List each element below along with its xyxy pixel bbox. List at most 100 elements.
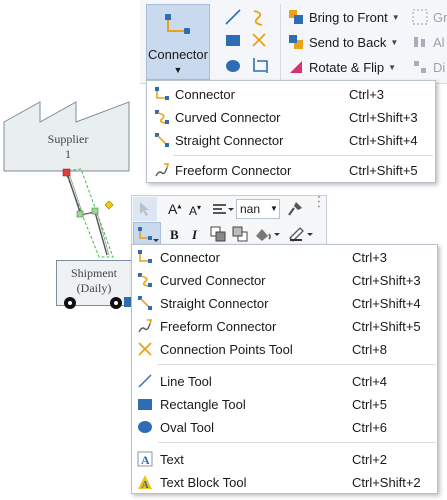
context-item-shortcut: Ctrl+Shift+5 bbox=[352, 318, 421, 334]
distribute-button[interactable]: Di bbox=[412, 56, 445, 78]
send-to-back-button[interactable]: Send to Back ▼ bbox=[288, 31, 398, 53]
connector-dropdown-menu: Connector Ctrl+3 Curved Connector Ctrl+S… bbox=[146, 80, 436, 183]
connector-button-label: Connector bbox=[148, 47, 208, 62]
mini-toolbar: A▴ A▾ nan ▼ ⋮ B I bbox=[131, 193, 327, 247]
font-name-value: nan bbox=[240, 202, 261, 216]
connection-points-icon bbox=[138, 342, 152, 356]
line-tool-icon bbox=[138, 374, 152, 388]
group-icon bbox=[412, 9, 428, 25]
menu-item-curved-connector[interactable]: Curved Connector Ctrl+Shift+3 bbox=[147, 106, 435, 128]
context-item-label: Rectangle Tool bbox=[160, 396, 246, 412]
context-item-shortcut: Ctrl+3 bbox=[352, 249, 388, 265]
connection-points-icon bbox=[252, 33, 266, 47]
context-item-shortcut: Ctrl+4 bbox=[352, 373, 388, 389]
rotate-flip-button[interactable]: Rotate & Flip ▼ bbox=[288, 56, 396, 78]
context-item-rectangle-tool[interactable]: Rectangle Tool Ctrl+5 bbox=[132, 393, 437, 415]
fill-color-icon[interactable] bbox=[254, 226, 282, 242]
freeform-connector-icon bbox=[138, 319, 153, 333]
shipment-label: Shipment (Daily) bbox=[56, 266, 132, 296]
freeform-connector-icon bbox=[155, 163, 170, 177]
connector-tool-button[interactable] bbox=[133, 222, 161, 246]
context-item-line-tool[interactable]: Line Tool Ctrl+4 bbox=[132, 370, 437, 392]
connector-button[interactable]: Connector ▼ bbox=[146, 4, 210, 80]
chevron-down-icon: ▼ bbox=[388, 62, 397, 72]
context-item-text[interactable]: A Text Ctrl+2 bbox=[132, 448, 437, 470]
bold-button[interactable]: B bbox=[170, 227, 179, 242]
menu-item-freeform-connector[interactable]: Freeform Connector Ctrl+Shift+5 bbox=[147, 159, 435, 181]
select-tool-button[interactable] bbox=[133, 197, 157, 221]
bring-to-front-label: Bring to Front bbox=[309, 9, 388, 25]
context-item-shortcut: Ctrl+2 bbox=[352, 451, 388, 467]
bring-forward-icon[interactable] bbox=[210, 226, 228, 242]
italic-button[interactable]: I bbox=[192, 227, 198, 242]
chevron-down-icon: ▼ bbox=[173, 65, 183, 75]
line-color-icon[interactable] bbox=[288, 226, 316, 242]
font-shrink-button[interactable]: A▾ bbox=[189, 203, 202, 218]
rotate-flip-label: Rotate & Flip bbox=[309, 59, 385, 75]
context-item-connection-points-tool[interactable]: Connection Points Tool Ctrl+8 bbox=[132, 338, 437, 360]
shipment-label-line1: Shipment bbox=[70, 266, 117, 280]
menu-separator bbox=[158, 364, 436, 365]
chevron-down-icon: ▼ bbox=[270, 204, 278, 213]
bring-to-front-button[interactable]: Bring to Front ▼ bbox=[288, 6, 400, 28]
context-item-shortcut: Ctrl+6 bbox=[352, 419, 388, 435]
menu-item-connector[interactable]: Connector Ctrl+3 bbox=[147, 83, 435, 105]
menu-item-straight-connector[interactable]: Straight Connector Ctrl+Shift+4 bbox=[147, 129, 435, 151]
distribute-label: Di bbox=[433, 59, 446, 75]
menu-item-shortcut: Ctrl+Shift+4 bbox=[349, 132, 418, 148]
rectangle-tool-icon bbox=[138, 399, 152, 410]
connector-icon bbox=[138, 227, 159, 242]
context-item-shortcut: Ctrl+5 bbox=[352, 396, 388, 412]
menu-item-label: Freeform Connector bbox=[175, 162, 292, 178]
context-item-straight-connector[interactable]: Straight Connector Ctrl+Shift+4 bbox=[132, 292, 437, 314]
send-to-back-label: Send to Back bbox=[309, 34, 387, 50]
bring-to-front-icon bbox=[289, 10, 303, 24]
connector-line[interactable] bbox=[55, 165, 135, 265]
align-button[interactable]: Al bbox=[412, 31, 445, 53]
connector-context-menu: Connector Ctrl+3 Curved Connector Ctrl+S… bbox=[131, 244, 438, 494]
oval-tool-icon bbox=[226, 60, 240, 72]
align-text-icon[interactable] bbox=[212, 203, 234, 217]
line-tool-icon bbox=[225, 9, 241, 25]
supplier-label-line2: 1 bbox=[65, 147, 71, 161]
chevron-down-icon: ▼ bbox=[390, 37, 399, 47]
context-item-label: Connection Points Tool bbox=[160, 341, 293, 357]
context-item-text-block-tool[interactable]: A Text Block Tool Ctrl+Shift+2 bbox=[132, 471, 437, 493]
rectangle-tool-icon bbox=[226, 35, 240, 46]
send-to-back-icon bbox=[289, 35, 303, 49]
curved-connector-icon bbox=[138, 273, 152, 287]
context-item-shortcut: Ctrl+Shift+3 bbox=[352, 272, 421, 288]
context-item-curved-connector[interactable]: Curved Connector Ctrl+Shift+3 bbox=[132, 269, 437, 291]
truck-wheels bbox=[64, 297, 134, 309]
ribbon-separator bbox=[280, 4, 281, 80]
format-painter-icon[interactable] bbox=[286, 200, 304, 218]
distribute-icon bbox=[414, 61, 426, 73]
context-item-label: Straight Connector bbox=[160, 295, 269, 311]
svg-text:A: A bbox=[141, 453, 150, 467]
context-item-freeform-connector[interactable]: Freeform Connector Ctrl+Shift+5 bbox=[132, 315, 437, 337]
context-item-label: Line Tool bbox=[160, 373, 212, 389]
connector-icon bbox=[165, 14, 190, 34]
context-item-shortcut: Ctrl+Shift+4 bbox=[352, 295, 421, 311]
group-button[interactable]: Gr bbox=[412, 6, 447, 28]
context-item-oval-tool[interactable]: Oval Tool Ctrl+6 bbox=[132, 416, 437, 438]
menu-item-label: Connector bbox=[175, 86, 235, 102]
oval-tool-icon bbox=[138, 421, 152, 433]
context-item-shortcut: Ctrl+8 bbox=[352, 341, 388, 357]
font-grow-button[interactable]: A▴ bbox=[168, 201, 182, 217]
context-item-label: Oval Tool bbox=[160, 419, 214, 435]
font-name-select[interactable]: nan ▼ bbox=[236, 199, 280, 219]
context-item-label: Text Block Tool bbox=[160, 474, 247, 490]
more-options-icon[interactable]: ⋮ bbox=[312, 193, 326, 209]
send-backward-icon[interactable] bbox=[232, 226, 250, 242]
curved-connector-icon bbox=[155, 110, 169, 124]
supplier-shape[interactable] bbox=[3, 100, 130, 172]
context-item-connector[interactable]: Connector Ctrl+3 bbox=[132, 246, 437, 268]
svg-text:A: A bbox=[142, 480, 150, 490]
shape-tools-grid bbox=[225, 9, 268, 73]
context-item-label: Freeform Connector bbox=[160, 318, 277, 334]
crop-icon bbox=[253, 58, 268, 73]
rotate-flip-icon bbox=[290, 61, 302, 73]
align-label: Al bbox=[433, 34, 445, 50]
connector-icon bbox=[155, 87, 169, 100]
